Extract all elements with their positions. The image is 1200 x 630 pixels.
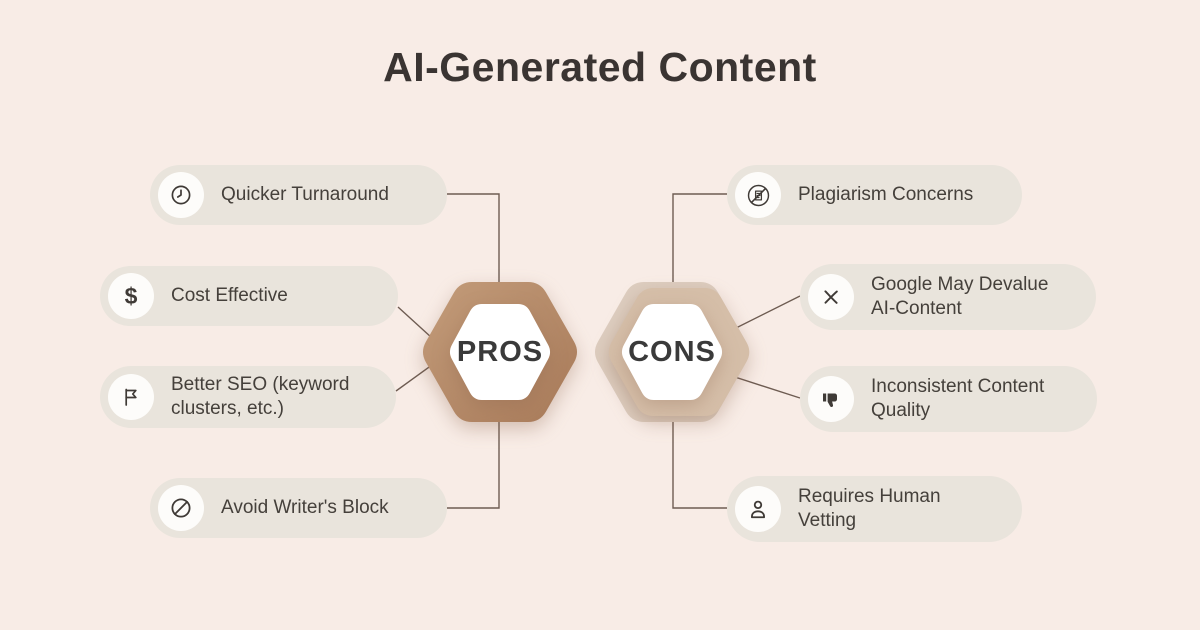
con-item-label: Requires Human Vetting: [798, 486, 941, 531]
pro-item-label: Cost Effective: [171, 285, 288, 307]
con-item-label: Google May Devalue AI-Content: [871, 274, 1049, 319]
block-icon: [158, 485, 204, 531]
con-item-label: Inconsistent Content Quality: [871, 376, 1045, 421]
con-item-inconsistent-quality: Inconsistent Content Quality: [800, 366, 1097, 432]
page-title: AI-Generated Content: [383, 44, 817, 90]
pro-item-quicker-turnaround: Quicker Turnaround: [150, 165, 447, 225]
pro-item-label: Quicker Turnaround: [221, 184, 389, 206]
connector-pros-top: [447, 193, 500, 284]
dollar-icon: $: [108, 273, 154, 319]
pro-item-label: Avoid Writer's Block: [221, 497, 389, 519]
no-plagiarism-icon: [735, 172, 781, 218]
flag-icon: [108, 374, 154, 420]
clock-icon: [158, 172, 204, 218]
cons-label: CONS: [628, 335, 716, 368]
x-mark-icon: [808, 274, 854, 320]
pro-item-better-seo: Better SEO (keyword clusters, etc.): [100, 366, 396, 428]
pro-item-avoid-writers-block: Avoid Writer's Block: [150, 478, 447, 538]
connector-pros-bottom: [447, 420, 500, 509]
pros-label: PROS: [456, 335, 544, 368]
con-item-label: Plagiarism Concerns: [798, 184, 974, 206]
pros-hexagon-inner: [449, 304, 551, 400]
connector-cons-bottom: [672, 420, 727, 509]
pro-item-cost-effective: $ Cost Effective: [100, 266, 398, 326]
con-item-requires-human-vetting: Requires Human Vetting: [727, 476, 1022, 542]
connector-cons-top: [672, 193, 727, 284]
pro-item-label: Better SEO (keyword clusters, etc.): [171, 374, 350, 419]
person-icon: [735, 486, 781, 532]
thumbs-down-icon: [808, 376, 854, 422]
con-item-plagiarism-concerns: Plagiarism Concerns: [727, 165, 1022, 225]
con-item-google-devalue: Google May Devalue AI-Content: [800, 264, 1096, 330]
cons-hexagon-inner: [621, 304, 723, 400]
